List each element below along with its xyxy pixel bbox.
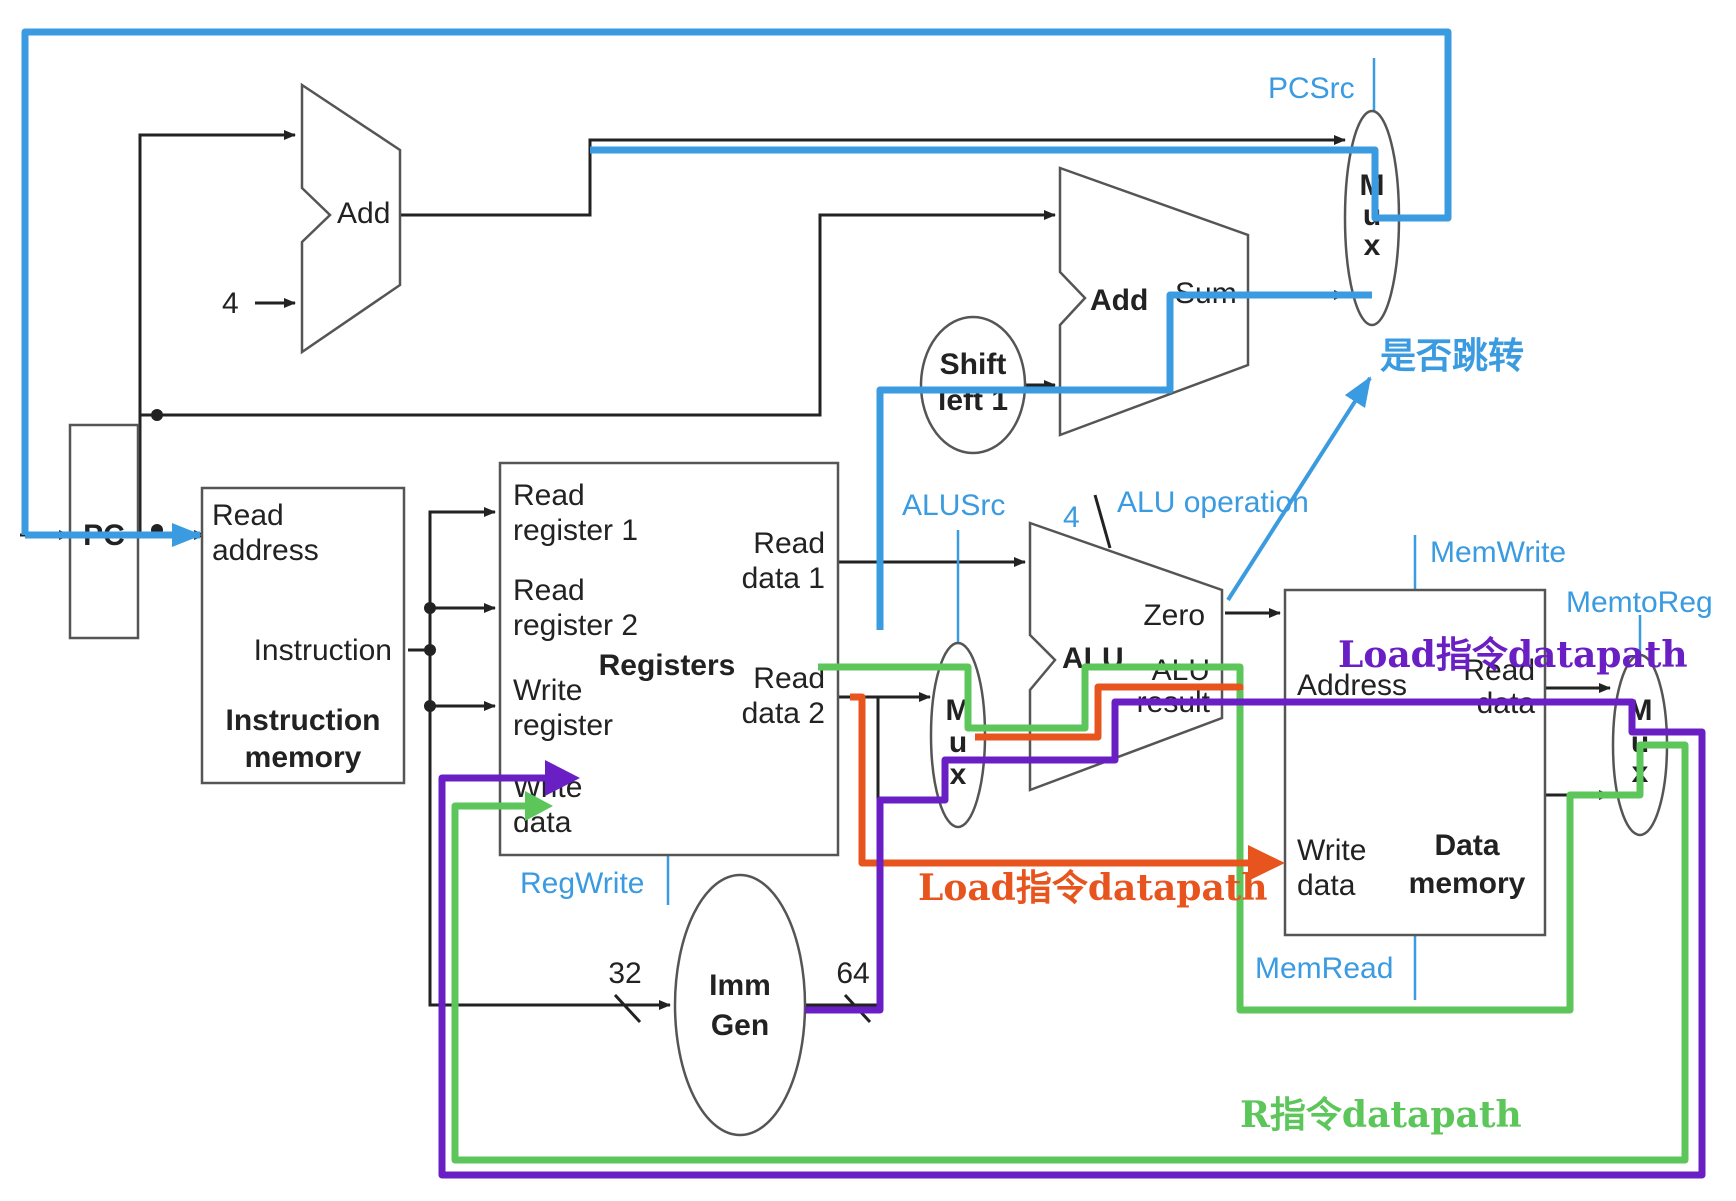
reg-read-data-2a: Read	[753, 662, 825, 695]
imem-title-2: memory	[245, 741, 362, 774]
pc-adder	[300, 82, 402, 355]
branch-adder-label: Add	[1090, 284, 1148, 317]
reg-read-register-1a: Read	[513, 479, 585, 512]
instruction-memory	[200, 486, 406, 785]
dmem-write-data-1: Write	[1297, 834, 1366, 867]
dmem-title-1: Data	[1434, 829, 1499, 862]
dmem-read-data-1: Read	[1463, 654, 1535, 687]
reg-write-register-a: Write	[513, 674, 582, 707]
registers-title: Registers	[599, 649, 736, 682]
reg-write-register-b: register	[513, 709, 613, 742]
memread-label: MemRead	[1255, 952, 1393, 985]
r-type-annotation: R指令datapath	[1240, 1094, 1522, 1136]
memtoreg-label: MemtoReg	[1566, 586, 1713, 619]
imm-in-width: 32	[608, 957, 641, 990]
imm-gen-label-1: Imm	[709, 969, 771, 1002]
imem-address-label: address	[212, 534, 319, 567]
purple-load-path	[438, 698, 1706, 1179]
alu-op-width: 4	[1063, 501, 1080, 534]
reg-read-data-2b: data 2	[742, 697, 825, 730]
pc-adder-label: Add	[337, 197, 390, 230]
pc-adder-constant: 4	[222, 287, 239, 320]
reg-read-data-1a: Read	[753, 527, 825, 560]
imm-out-width: 64	[836, 957, 869, 990]
branch-annotation: 是否跳转	[1380, 335, 1524, 377]
shift-left-unit	[919, 315, 1027, 455]
reg-read-data-1b: data 1	[742, 562, 825, 595]
load-annotation-purple: Load指令datapath	[1338, 634, 1688, 676]
data-memory	[1283, 588, 1547, 937]
orange-load-path	[850, 683, 1285, 881]
dmem-address-label: Address	[1297, 669, 1407, 702]
reg-read-register-2b: register 2	[513, 609, 638, 642]
pcsrc-label: PCSrc	[1268, 72, 1355, 105]
alusrc-mux-x: x	[950, 758, 967, 791]
reg-read-register-2a: Read	[513, 574, 585, 607]
pc-mux-x: x	[1364, 229, 1381, 262]
alusrc-label: ALUSrc	[902, 489, 1005, 522]
memwrite-label: MemWrite	[1430, 536, 1566, 569]
alu-zero-label: Zero	[1143, 599, 1205, 632]
blue-branch-path	[21, 28, 1452, 630]
load-annotation-orange: Load指令datapath	[918, 867, 1268, 909]
imm-gen	[673, 873, 807, 1137]
imem-instruction-label: Instruction	[254, 634, 392, 667]
imem-read-label: Read	[212, 499, 284, 532]
imm-gen-label-2: Gen	[711, 1009, 769, 1042]
imem-title-1: Instruction	[226, 704, 381, 737]
shift-label-1: Shift	[940, 348, 1007, 381]
alu-operation-label: ALU operation	[1117, 486, 1309, 519]
alusrc-mux-u: u	[949, 726, 967, 759]
dmem-title-2: memory	[1409, 867, 1526, 900]
dmem-write-data-2: data	[1297, 869, 1356, 902]
reg-read-register-1b: register 1	[513, 514, 638, 547]
branch-adder	[1058, 166, 1250, 437]
regwrite-label: RegWrite	[520, 867, 644, 900]
green-r-type-path	[451, 663, 1689, 1164]
